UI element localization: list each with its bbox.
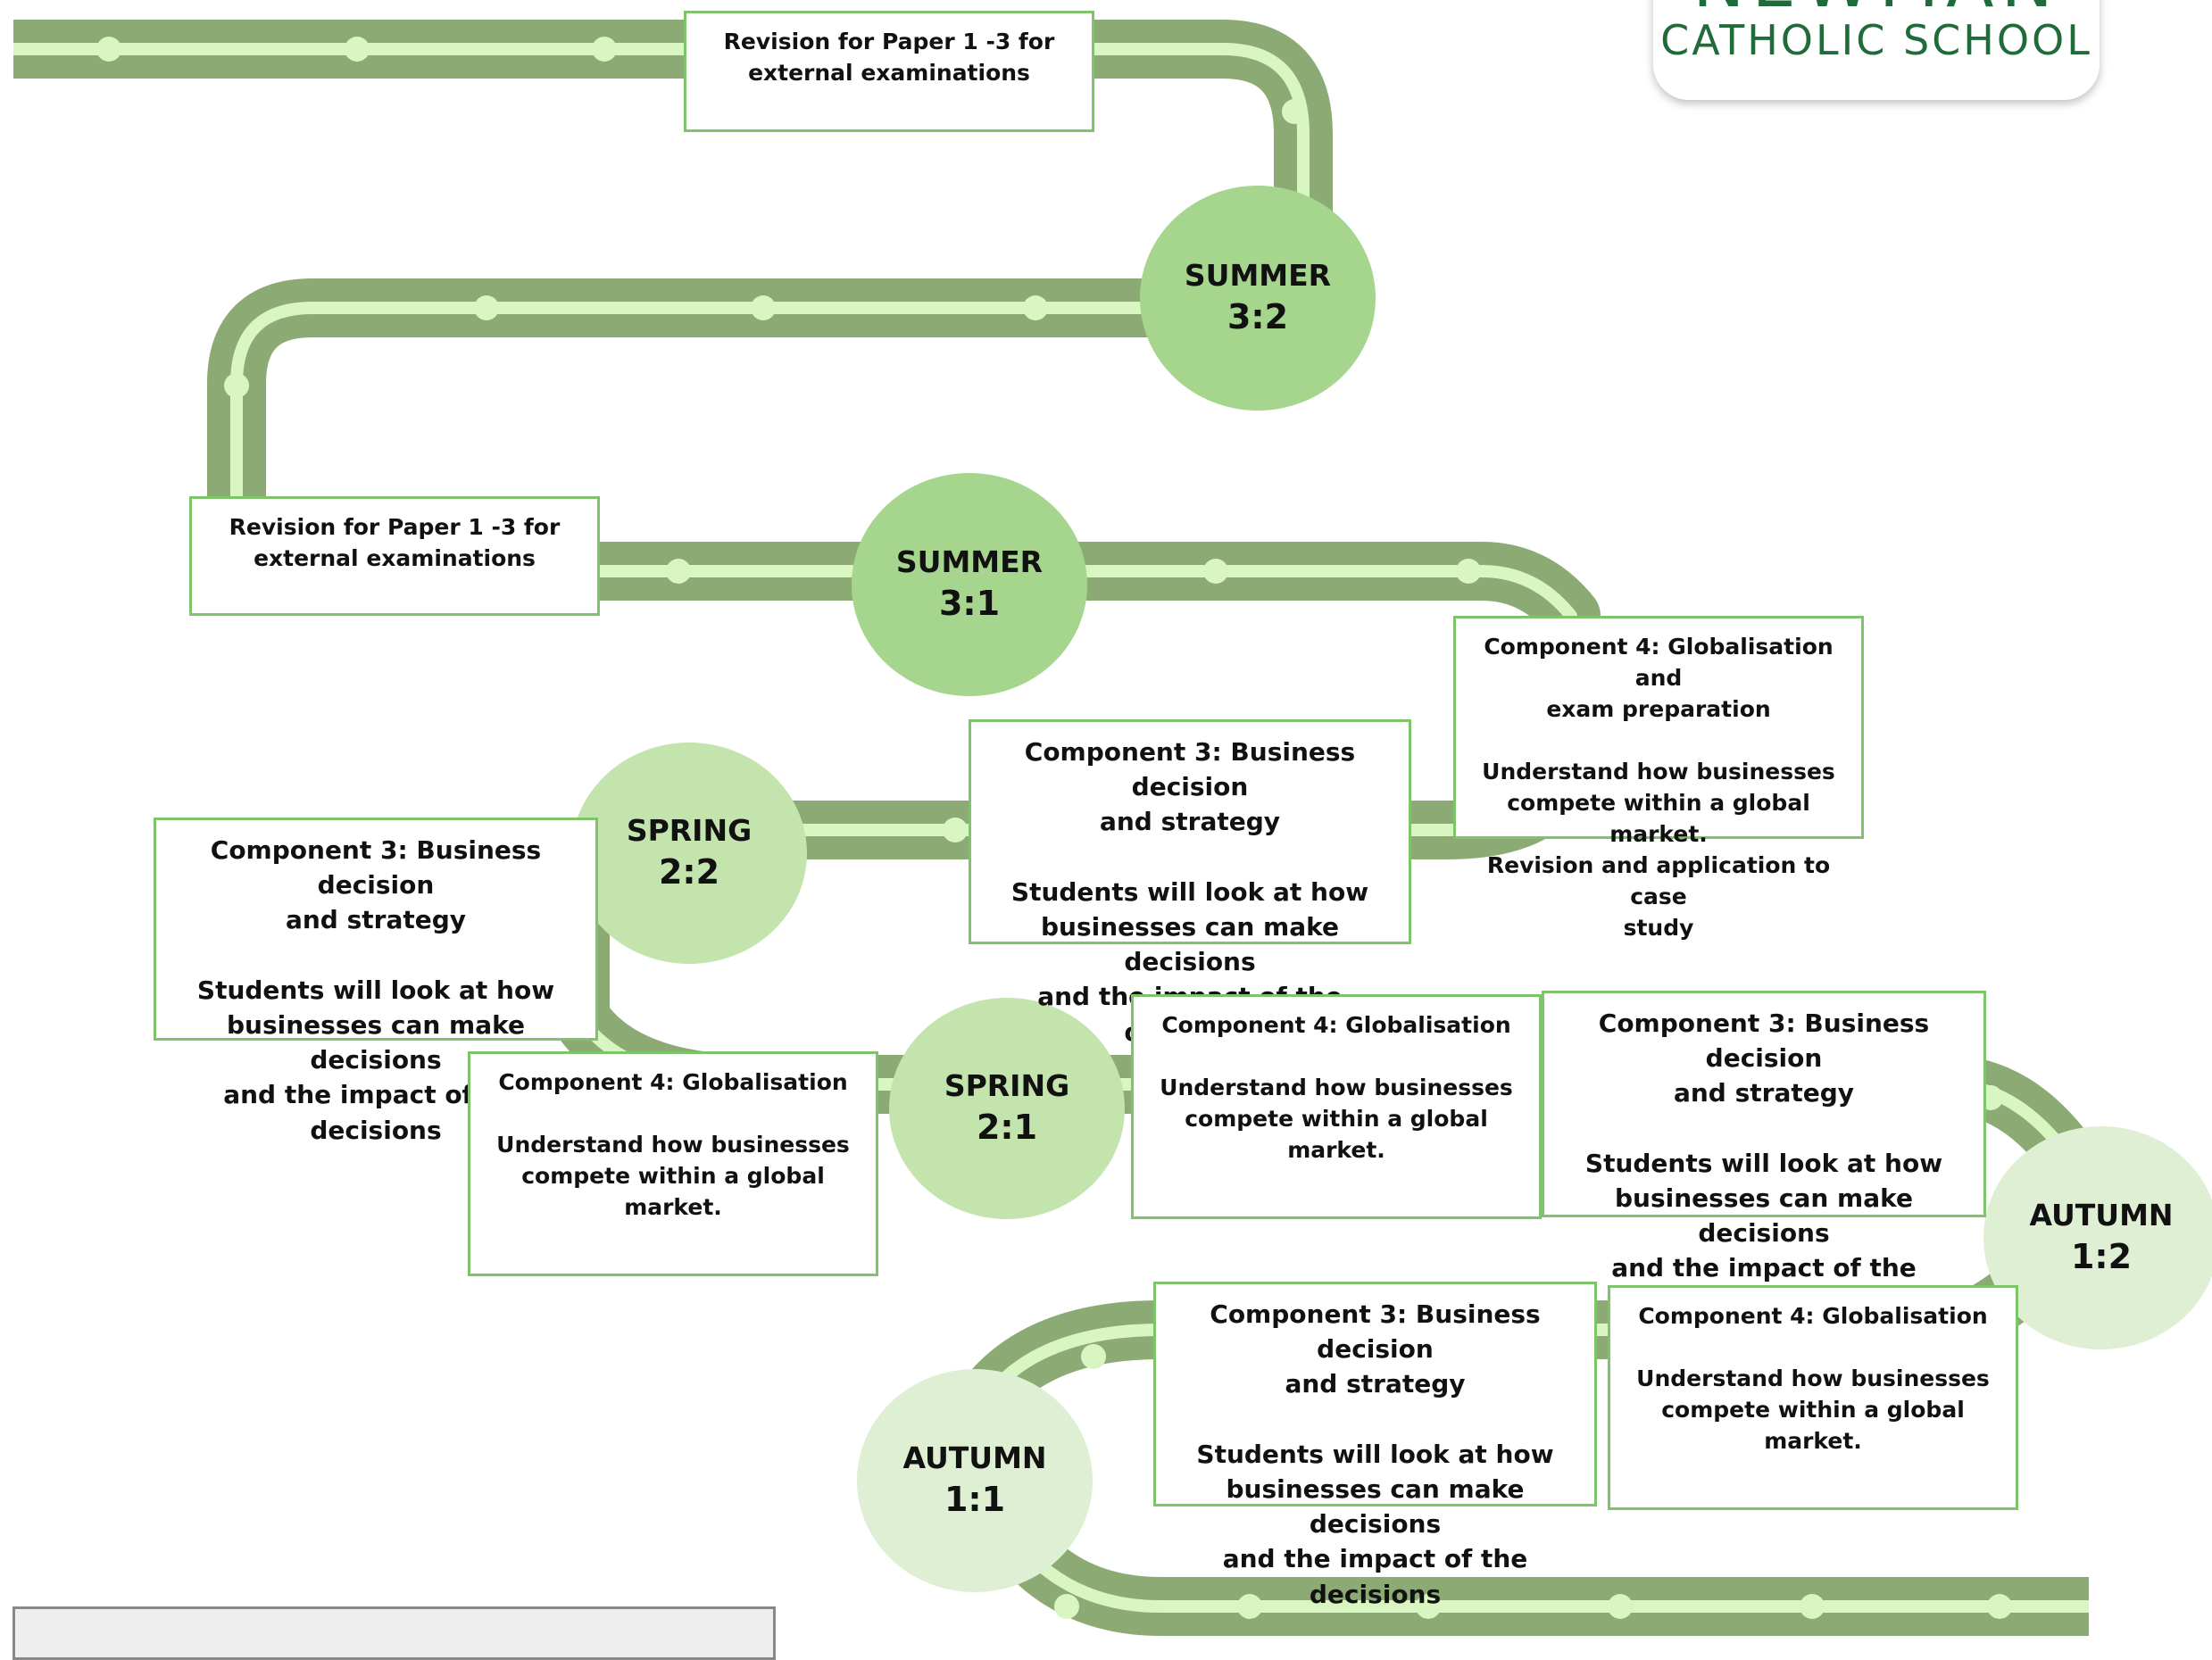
- road-marker-dot: [592, 37, 617, 62]
- milestone-term: 1:1: [944, 1479, 1006, 1519]
- milestone-term: 1:2: [2070, 1236, 2133, 1276]
- road-marker-dot: [1282, 99, 1307, 124]
- milestone-autumn-1-2: AUTUMN 1:2: [1983, 1126, 2212, 1349]
- road-marker-dot: [345, 37, 370, 62]
- road-marker-dot: [96, 37, 121, 62]
- road-marker-dot: [1081, 1344, 1106, 1369]
- revision-box-mid: Revision for Paper 1 -3 for external exa…: [189, 496, 600, 616]
- road-marker-dot: [1023, 295, 1048, 320]
- road-marker-dot: [1416, 1594, 1441, 1619]
- component4-box-autumn: Component 4: Globalisation Understand ho…: [1608, 1285, 2018, 1510]
- component3-box-autumn12: Component 3: Business decision and strat…: [1542, 991, 1986, 1318]
- component3-box-autumn11: Component 3: Business decision and strat…: [1153, 1282, 1597, 1609]
- road-marker-dot: [224, 373, 249, 398]
- milestone-summer-3-1: SUMMER 3:1: [852, 473, 1087, 696]
- road-marker-dot: [1203, 559, 1228, 584]
- road-marker-dot: [474, 295, 499, 320]
- component3-box-spring22-left: Component 3: Business decision and strat…: [154, 818, 598, 1145]
- school-logo: NEWMAN CATHOLIC SCHOOL: [1653, 0, 2100, 100]
- milestone-season: SPRING: [626, 812, 753, 848]
- road-marker-dot: [1456, 559, 1481, 584]
- milestone-season: SPRING: [944, 1067, 1070, 1103]
- milestone-season: AUTUMN: [2029, 1197, 2174, 1233]
- milestone-season: SUMMER: [1184, 257, 1332, 293]
- milestone-term: 3:2: [1227, 296, 1289, 336]
- footer-panel: [12, 1606, 776, 1660]
- milestone-term: 2:2: [658, 851, 720, 892]
- road-marker-dot: [1237, 1594, 1262, 1619]
- road-marker-dot: [1608, 1594, 1633, 1619]
- component4-exam-box: Component 4: Globalisation and exam prep…: [1453, 616, 1864, 941]
- component4-box-spring21-right: Component 4: Globalisation Understand ho…: [1131, 994, 1542, 1219]
- component4-box-spring21-left: Component 4: Globalisation Understand ho…: [468, 1051, 878, 1276]
- component3-box-spring22-right: Component 3: Business decision and strat…: [969, 719, 1411, 1047]
- road-marker-dot: [751, 295, 776, 320]
- milestone-spring-2-1: SPRING 2:1: [889, 998, 1125, 1219]
- road-marker-dot: [943, 818, 968, 842]
- road-marker-dot: [666, 559, 691, 584]
- logo-school-name: CATHOLIC SCHOOL: [1660, 16, 2092, 64]
- milestone-term: 2:1: [976, 1107, 1038, 1147]
- revision-box-top: Revision for Paper 1 -3 for external exa…: [684, 11, 1094, 132]
- road-marker-dot: [1987, 1594, 2012, 1619]
- milestone-season: AUTUMN: [902, 1440, 1047, 1475]
- road-marker-dot: [1054, 1594, 1079, 1619]
- milestone-summer-3-2: SUMMER 3:2: [1140, 186, 1376, 411]
- milestone-autumn-1-1: AUTUMN 1:1: [857, 1369, 1093, 1592]
- logo-wordmark: NEWMAN: [1653, 0, 2100, 23]
- milestone-spring-2-2: SPRING 2:2: [571, 743, 807, 964]
- road-marker-dot: [1800, 1594, 1825, 1619]
- milestone-season: SUMMER: [895, 544, 1044, 579]
- milestone-term: 3:1: [938, 583, 1001, 623]
